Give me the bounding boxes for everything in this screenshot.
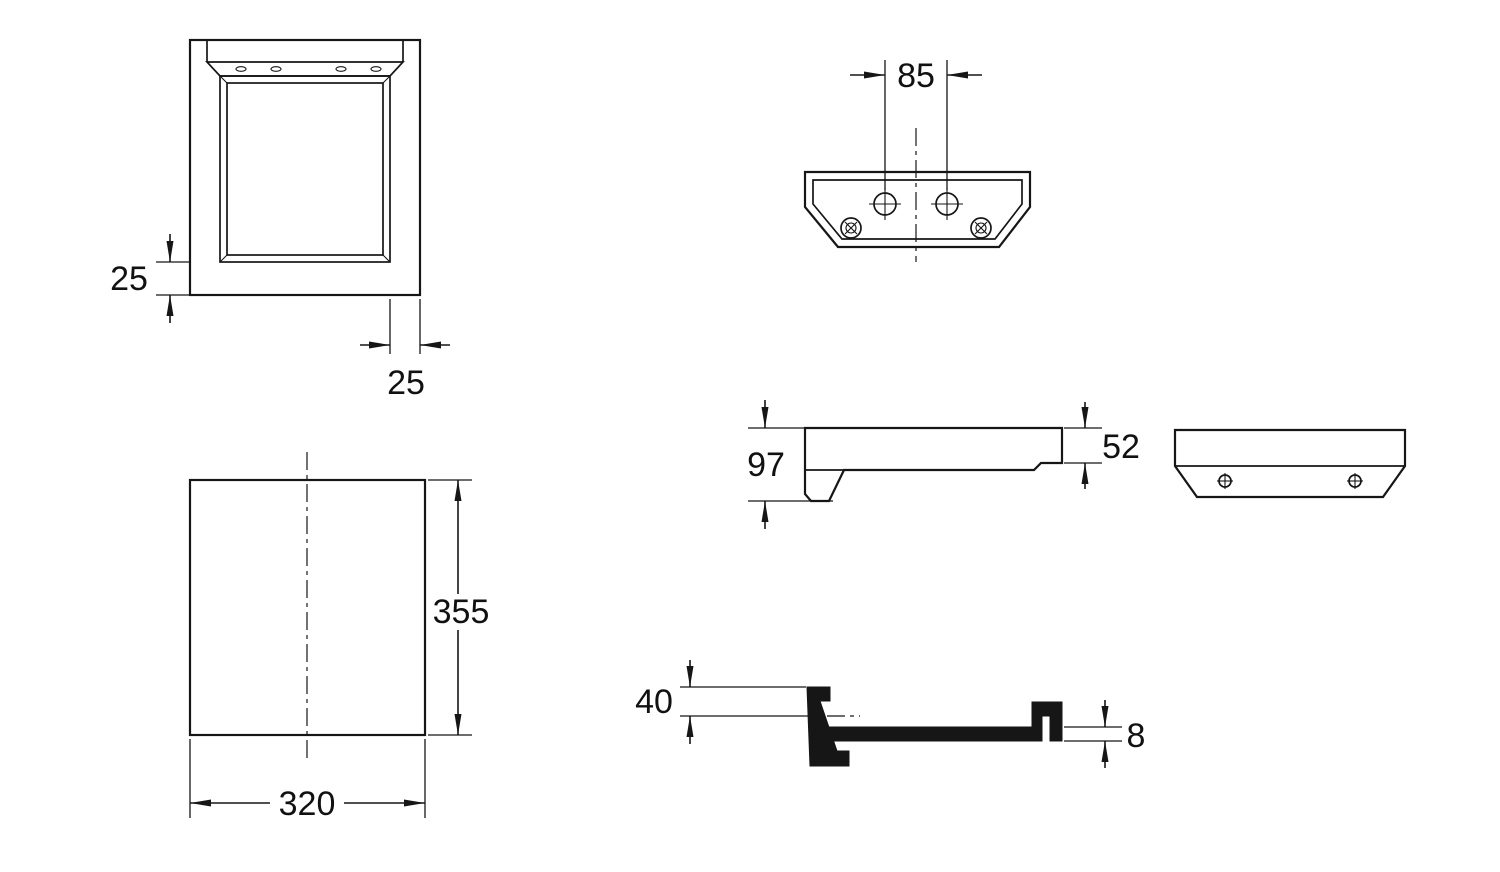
side-outline bbox=[803, 426, 1064, 503]
strip-hole bbox=[335, 66, 347, 72]
dim-label-plan-width: 320 bbox=[279, 785, 336, 823]
plan-view: 355 320 bbox=[188, 452, 490, 823]
bracket-inner-outline bbox=[812, 179, 1023, 240]
dim-section-offset: 40 bbox=[635, 660, 806, 744]
bevel-miter-line bbox=[382, 254, 391, 263]
strip-hole bbox=[270, 66, 282, 72]
underside-outline bbox=[1173, 428, 1407, 499]
shelf-plate-section bbox=[827, 726, 1033, 742]
dim-label-hole-spacing: 85 bbox=[897, 57, 935, 95]
bevel-miter-line bbox=[382, 75, 391, 84]
bevel-miter-line bbox=[219, 254, 228, 263]
dim-label-plate-thickness: 8 bbox=[1127, 717, 1146, 755]
strip-hole bbox=[235, 66, 247, 72]
front-outer-frame bbox=[188, 38, 422, 297]
screw-slot bbox=[974, 221, 988, 235]
front-opening bbox=[219, 75, 391, 263]
bevel-miter-line bbox=[219, 75, 228, 84]
dim-label-plan-depth: 355 bbox=[433, 593, 490, 631]
screw-head bbox=[970, 217, 992, 239]
dim-label-front-bottom-inset: 25 bbox=[110, 260, 148, 298]
dim-label-front-side-inset: 25 bbox=[387, 364, 425, 402]
strip-hole bbox=[370, 66, 382, 72]
dim-front-bottom-inset: 25 bbox=[110, 234, 190, 323]
dim-side-height: 97 bbox=[747, 400, 833, 529]
underside-view bbox=[1173, 428, 1407, 499]
front-rail-section bbox=[1031, 701, 1063, 742]
dim-label-side-height: 97 bbox=[747, 446, 785, 484]
bracket-top-view: 85 bbox=[803, 57, 1032, 262]
dim-plate-thickness: 8 bbox=[1064, 700, 1145, 768]
bracket-outline bbox=[803, 170, 1032, 249]
dim-side-thickness: 52 bbox=[1064, 402, 1140, 489]
screw-head bbox=[840, 217, 862, 239]
dim-front-side-inset: 25 bbox=[360, 299, 450, 402]
section-view: 40 8 bbox=[635, 660, 1145, 768]
dim-label-side-thickness: 52 bbox=[1102, 428, 1140, 466]
front-view: 25 25 bbox=[110, 38, 450, 402]
dim-hole-spacing: 85 bbox=[850, 57, 982, 190]
dim-plan-width: 320 bbox=[189, 739, 426, 823]
screw-slot bbox=[844, 221, 858, 235]
screw-head-inner bbox=[845, 222, 857, 234]
dim-plan-depth: 355 bbox=[428, 479, 490, 736]
dim-label-section-offset: 40 bbox=[635, 683, 673, 721]
screw-head-inner bbox=[975, 222, 987, 234]
front-opening-bevel bbox=[226, 82, 384, 256]
side-view: 97 52 bbox=[747, 400, 1140, 529]
